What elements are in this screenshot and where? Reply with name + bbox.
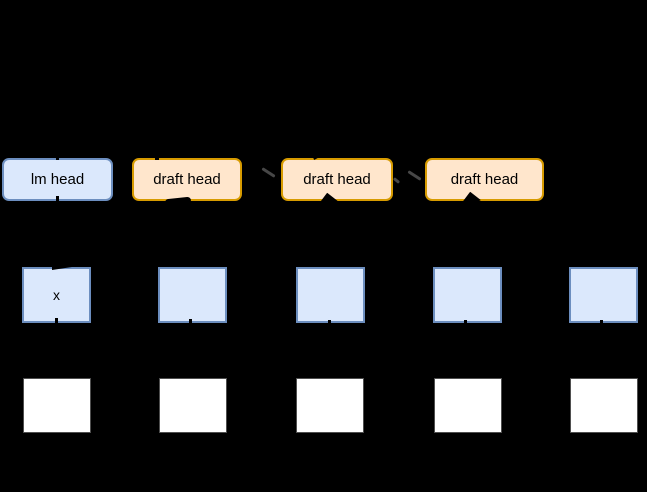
- curved-arrow-fragment-left-of-draft-head-3: [407, 170, 422, 181]
- draft-head-box-2: draft head: [281, 158, 393, 201]
- draft-head-label-2: draft head: [303, 171, 371, 188]
- hidden-state-cell-2: [158, 267, 227, 323]
- draft-head-box-1: draft head: [132, 158, 242, 201]
- arrowhead-hidden-cell-1-top: [52, 263, 76, 270]
- token-cell-5: [570, 378, 638, 433]
- arrow-tick-hidden-cell-4-bottom: [464, 320, 467, 325]
- arrow-tick-hidden-cell-5-bottom: [600, 320, 603, 325]
- token-cell-3: [296, 378, 364, 433]
- draft-head-box-3: draft head: [425, 158, 544, 201]
- arrow-tick-draft-head-2-top-right: [375, 152, 384, 158]
- lm-head-label: lm head: [30, 171, 85, 188]
- token-cell-2: [159, 378, 227, 433]
- hidden-state-cell-5: [569, 267, 638, 323]
- arrow-tick-lm-head-top: [56, 153, 59, 160]
- hidden-state-cell-3: [296, 267, 365, 323]
- token-cell-4: [434, 378, 502, 433]
- arrowhead-draft-head-1-bottom: [164, 196, 192, 207]
- token-cell-1: [23, 378, 91, 433]
- lm-head-box: lm head: [2, 158, 113, 201]
- arrow-tick-hidden-cell-1-bottom: [55, 318, 58, 325]
- curved-arrow-fragment-right-of-draft-head-2: [392, 177, 401, 184]
- arrow-tick-lm-head-bottom: [56, 196, 59, 203]
- hidden-state-cell-4: [433, 267, 502, 323]
- hidden-state-cell-1-label: x: [53, 287, 60, 303]
- hidden-state-cell-1: x: [22, 267, 91, 323]
- draft-head-label-3: draft head: [450, 171, 519, 188]
- arrow-tick-draft-head-3-top: [467, 150, 480, 159]
- curved-arrow-fragment-left-of-draft-head-2: [261, 167, 276, 178]
- arrow-tick-draft-head-1-top: [155, 153, 159, 160]
- draft-head-label-1: draft head: [153, 171, 221, 188]
- arrow-tick-hidden-cell-3-bottom: [328, 320, 331, 325]
- arrow-tick-hidden-cell-2-bottom: [189, 319, 192, 325]
